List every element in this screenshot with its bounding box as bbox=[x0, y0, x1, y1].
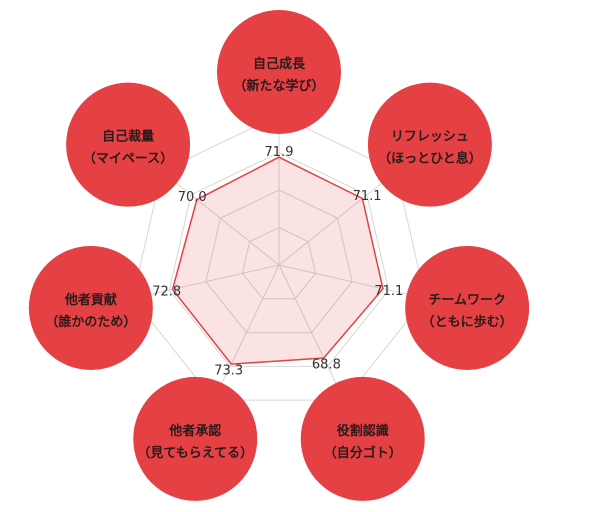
axis-line-5 bbox=[213, 264, 280, 401]
axis-line-7 bbox=[161, 171, 280, 266]
category-name: チームワーク bbox=[428, 293, 506, 308]
category-bubble: 他者貢献 （誰かのため） bbox=[28, 245, 153, 370]
axis-line-3 bbox=[278, 264, 426, 299]
axis-line-6 bbox=[132, 264, 280, 299]
category-subtitle: （ともに歩む） bbox=[422, 314, 513, 330]
value-label: 73.3 bbox=[214, 363, 243, 378]
category-name: リフレッシュ bbox=[391, 130, 469, 145]
category-name: 他者承認 bbox=[168, 423, 221, 439]
category-bubble: リフレッシュ （ほっとひと息） bbox=[367, 82, 492, 207]
category-circle bbox=[28, 245, 153, 370]
category-subtitle: （マイペース） bbox=[83, 151, 173, 167]
category-bubble: 役割認識 （自分ゴト） bbox=[300, 376, 425, 501]
value-label: 71.1 bbox=[353, 189, 382, 204]
category-circle bbox=[367, 82, 492, 207]
category-bubble: 他者承認 （見てもらえてる） bbox=[133, 376, 258, 501]
category-bubble: 自己成長 （新たな学び） bbox=[217, 10, 341, 134]
category-subtitle: （自分ゴト） bbox=[324, 445, 402, 461]
radar-category-bubbles: 自己成長 （新たな学び） リフレッシュ （ほっとひと息） チームワーク （ともに歩む） 役割… bbox=[28, 10, 530, 501]
value-label: 70.0 bbox=[178, 190, 207, 205]
category-subtitle: （新たな学び） bbox=[233, 78, 324, 94]
radar-data bbox=[171, 156, 384, 365]
grid-ring-2 bbox=[205, 189, 353, 334]
radar-value-labels: 71.9 71.1 71.1 68.8 73.3 72.8 70.0 bbox=[152, 145, 403, 378]
category-circle bbox=[405, 245, 530, 370]
value-label: 71.9 bbox=[265, 145, 294, 160]
category-name: 他者貢献 bbox=[64, 292, 117, 308]
category-bubble: 自己裁量 （マイペース） bbox=[66, 82, 191, 207]
value-label: 68.8 bbox=[312, 357, 341, 372]
category-subtitle: （見てもらえてる） bbox=[137, 445, 253, 461]
category-subtitle: （誰かのため） bbox=[45, 314, 136, 330]
axis-line-2 bbox=[278, 171, 397, 266]
category-name: 役割認識 bbox=[337, 423, 389, 439]
category-bubble: チームワーク （ともに歩む） bbox=[405, 245, 530, 370]
value-label: 72.8 bbox=[152, 285, 181, 300]
category-circle bbox=[66, 82, 191, 207]
value-label: 71.1 bbox=[374, 284, 403, 299]
category-circle bbox=[217, 10, 341, 134]
axis-line-4 bbox=[278, 264, 345, 401]
grid-ring-3 bbox=[168, 151, 390, 367]
category-name: 自己成長 bbox=[253, 56, 306, 72]
grid-ring-1 bbox=[241, 226, 317, 300]
category-circle bbox=[133, 376, 258, 501]
category-circle bbox=[300, 376, 425, 501]
data-polygon bbox=[171, 156, 384, 365]
category-subtitle: （ほっとひと息） bbox=[378, 151, 482, 167]
category-name: 自己裁量 bbox=[102, 129, 154, 145]
